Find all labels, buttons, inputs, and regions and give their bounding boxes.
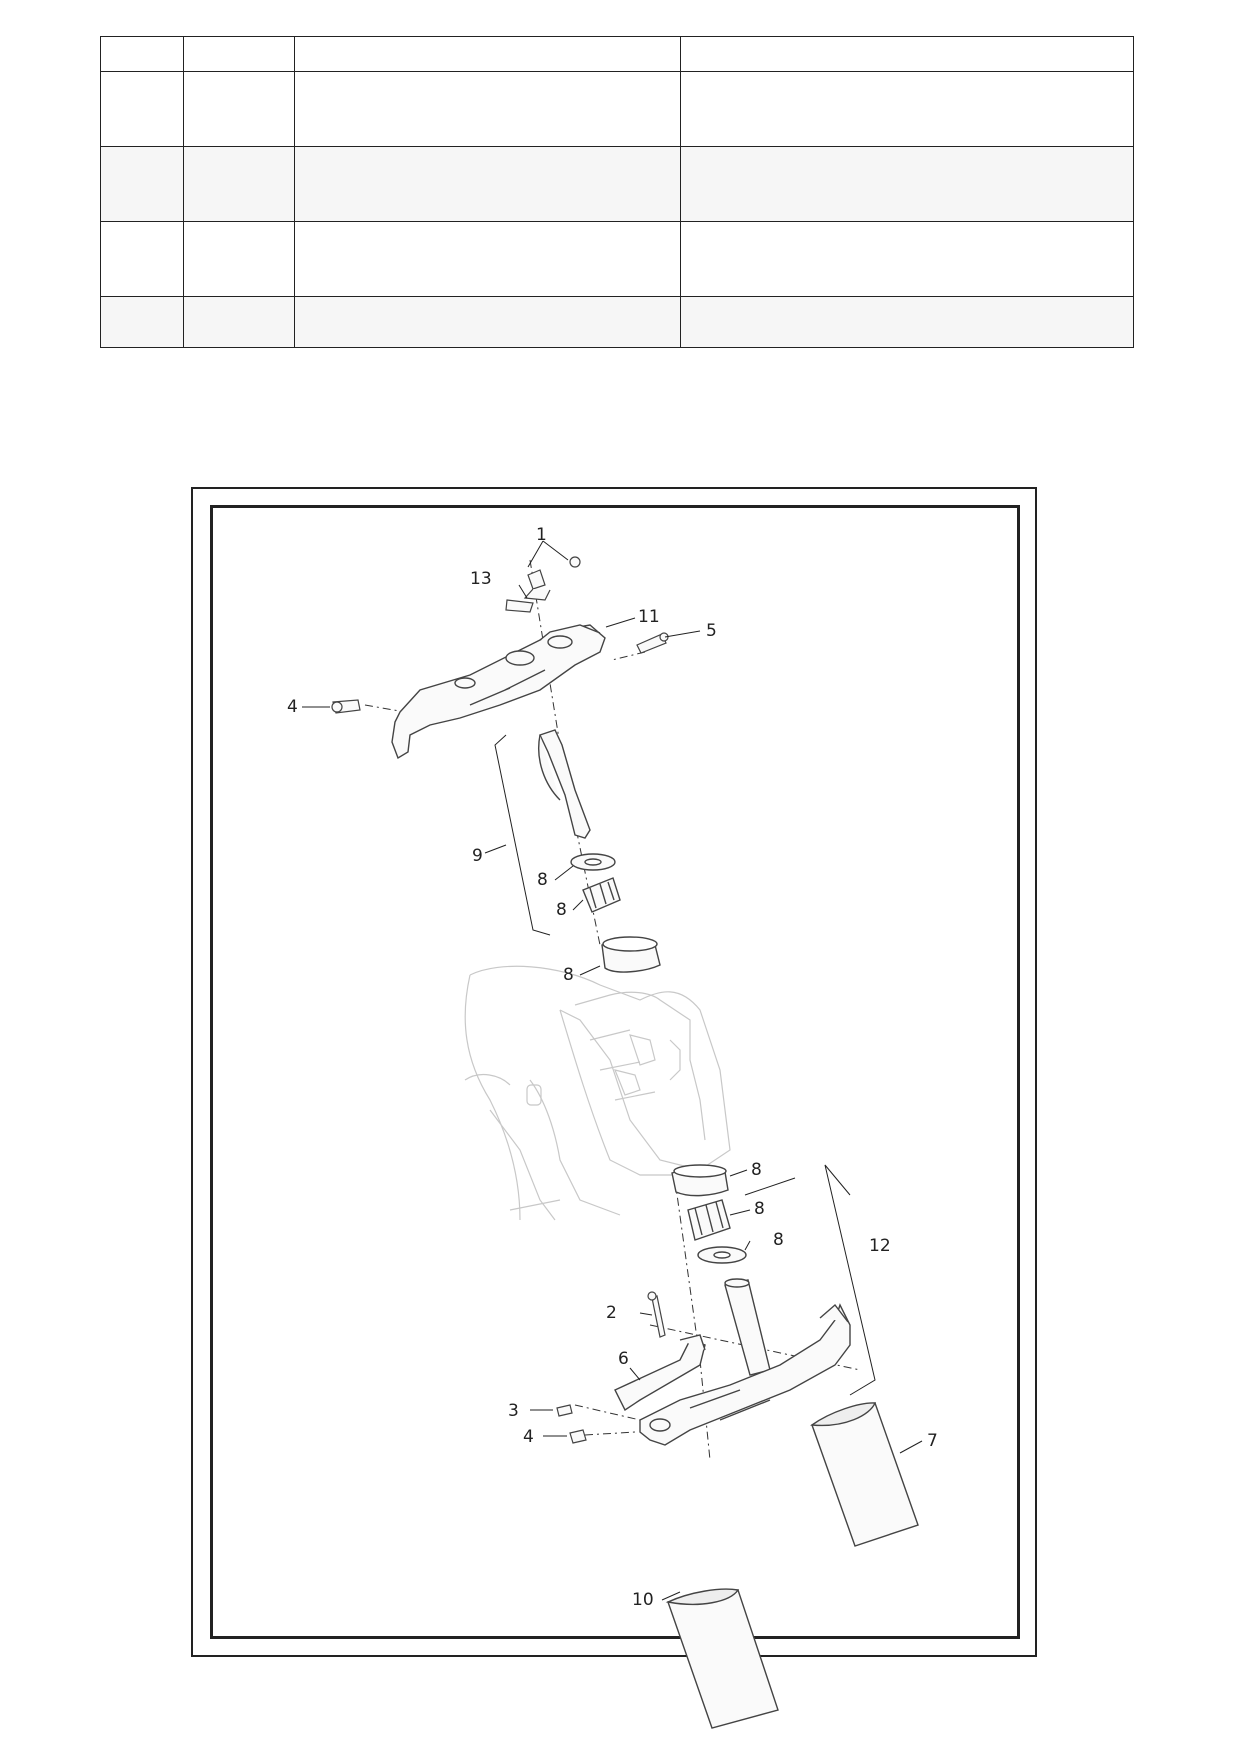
parts-table xyxy=(100,36,1134,348)
callout-8-bearing-lower: 8 xyxy=(754,1199,765,1219)
table-cell xyxy=(183,296,295,348)
callout-13: 13 xyxy=(470,569,492,589)
callout-9: 9 xyxy=(472,846,483,866)
callout-10: 10 xyxy=(632,1590,654,1610)
callout-1: 1 xyxy=(536,525,547,545)
callout-3: 3 xyxy=(508,1401,519,1421)
frame-headstock-drawing xyxy=(464,965,731,1221)
steering-stem-drawing xyxy=(538,729,591,839)
table-cell xyxy=(100,296,184,348)
table-cell xyxy=(183,221,295,297)
table-cell xyxy=(680,296,1134,348)
table-row xyxy=(100,296,1134,348)
callout-12: 12 xyxy=(869,1236,891,1256)
table-cell xyxy=(680,71,1134,147)
table-cell xyxy=(183,146,295,222)
table-cell xyxy=(294,296,681,348)
lower-yoke-drawing xyxy=(639,1278,851,1446)
callout-leader-lines xyxy=(302,540,923,1601)
callout-8-bearing-upper: 8 xyxy=(556,900,567,920)
callout-6: 6 xyxy=(618,1349,629,1369)
cable-guide-bracket-drawing xyxy=(614,1334,706,1412)
callout-7: 7 xyxy=(927,1431,938,1451)
table-row xyxy=(100,221,1134,297)
callout-labels: 1 13 11 5 4 9 8 8 8 8 8 8 12 2 6 3 4 7 1… xyxy=(287,525,938,1610)
table-cell xyxy=(100,146,184,222)
table-cell xyxy=(680,221,1134,297)
bearing-set-lower xyxy=(671,1164,747,1264)
diagram-frame-inner xyxy=(210,505,1020,1639)
table-row xyxy=(100,71,1134,147)
table-cell xyxy=(680,146,1134,222)
callout-8-race-upper: 8 xyxy=(563,965,574,985)
callout-5: 5 xyxy=(706,621,717,641)
table-row xyxy=(100,146,1134,222)
callout-8-washer-lower: 8 xyxy=(773,1230,784,1250)
bearing-set-upper xyxy=(570,853,661,973)
table-cell xyxy=(183,71,295,147)
table-cell xyxy=(294,146,681,222)
fasteners-drawing xyxy=(331,556,669,1444)
fork-shroud-left-drawing xyxy=(665,1588,779,1729)
table-cell xyxy=(294,36,681,72)
callout-4-upper: 4 xyxy=(287,697,298,717)
callout-11: 11 xyxy=(638,607,660,627)
callout-8-race-lower: 8 xyxy=(751,1160,762,1180)
callout-8-washer-upper: 8 xyxy=(537,870,548,890)
diagram-frame-outer xyxy=(191,487,1037,1657)
table-cell xyxy=(294,71,681,147)
callout-4-lower: 4 xyxy=(523,1427,534,1447)
callout-2: 2 xyxy=(606,1303,617,1323)
fork-shroud-right-drawing xyxy=(810,1402,919,1547)
upper-yoke-drawing xyxy=(391,624,606,760)
table-cell xyxy=(294,221,681,297)
